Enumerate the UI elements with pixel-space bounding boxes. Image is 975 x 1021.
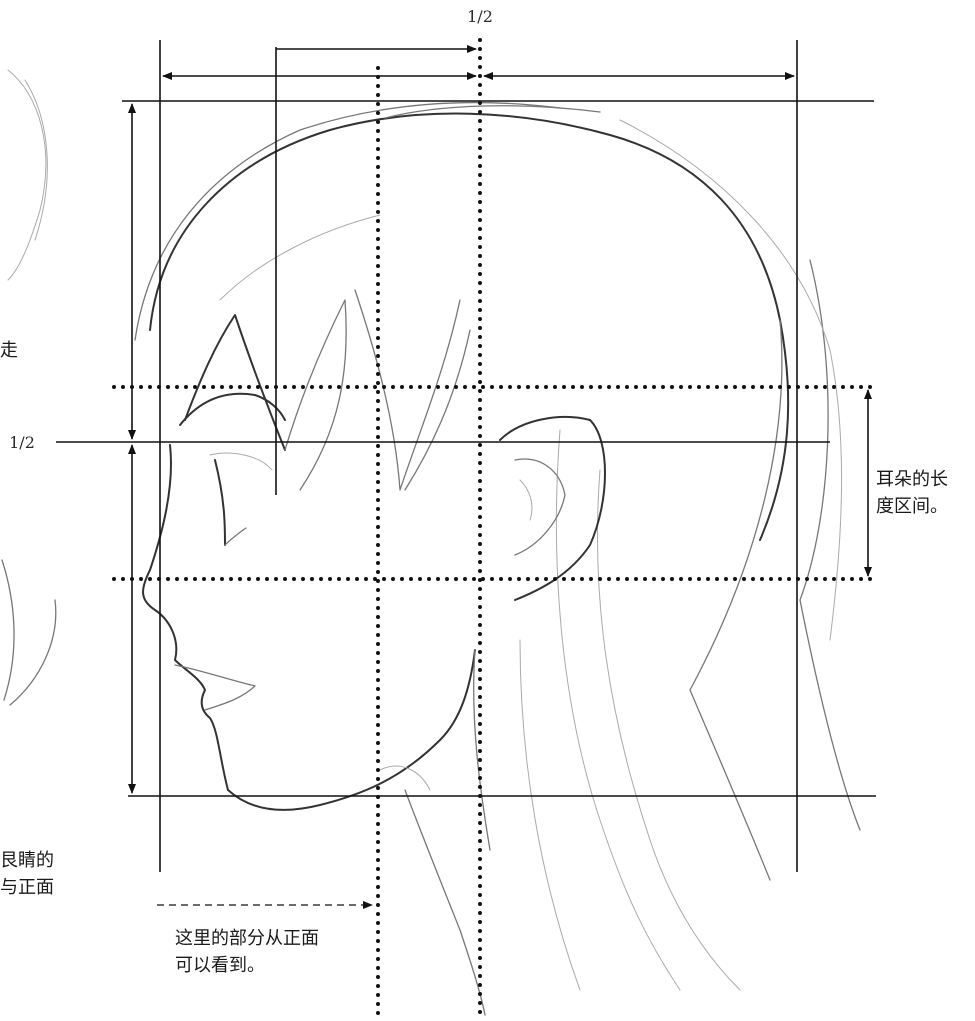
profile-head-sketch: [134, 101, 861, 1016]
label-front-visible-line1: 这里的部分从正面: [175, 928, 319, 949]
dotted-guides: [112, 38, 874, 1017]
measurement-arrows: [128, 45, 872, 909]
label-ear-range-line1: 耳朵的长: [876, 469, 948, 490]
label-left-half: 1/2: [9, 433, 35, 452]
label-top-half: 1/2: [467, 7, 493, 26]
text-labels: 1/2 1/2 耳朵的长 度区间。 这里的部分从正面 可以看到。 走 艮睛的 与…: [0, 7, 948, 976]
left-partial-sketch: [1, 69, 57, 706]
label-front-visible-line2: 可以看到。: [175, 955, 265, 976]
solid-guides: [56, 40, 876, 872]
label-cut-left-top: 走: [0, 340, 18, 361]
label-cut-left-bottom-line2: 与正面: [0, 877, 54, 898]
label-cut-left-bottom-line1: 艮睛的: [0, 850, 54, 871]
label-ear-range-line2: 度区间。: [876, 496, 948, 517]
